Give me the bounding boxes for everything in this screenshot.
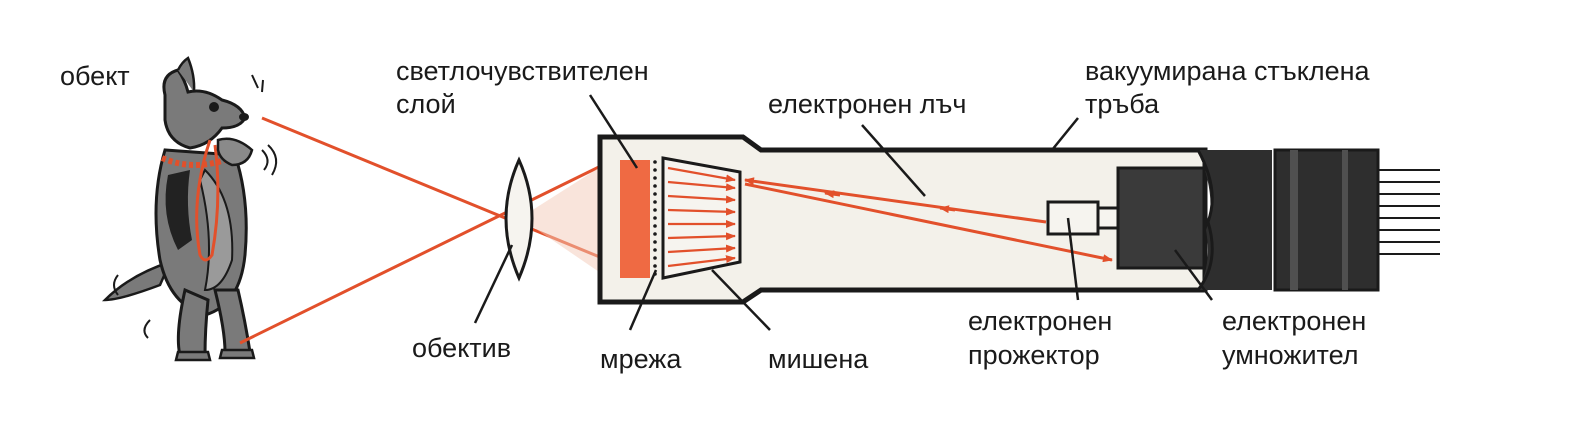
label-photosensitive-line1: светлочувствителен xyxy=(396,56,649,86)
target-electrode xyxy=(661,156,742,280)
electron-multiplier xyxy=(1116,166,1206,270)
label-electron-multiplier-line1: електронен xyxy=(1222,306,1366,336)
ray-bottom xyxy=(239,161,608,345)
label-vacuum-tube-line2: тръба xyxy=(1085,89,1160,119)
label-photosensitive-line2: слой xyxy=(396,89,456,119)
object-dog-illustration xyxy=(101,56,278,362)
label-electron-gun-line1: електронен xyxy=(968,306,1112,336)
photosensitive-layer xyxy=(620,160,650,278)
label-electron-beam: електронен лъч xyxy=(768,89,966,119)
electron-gun xyxy=(1046,200,1100,236)
label-lens: обектив xyxy=(412,333,511,363)
scan-beams xyxy=(667,166,736,268)
electron-beam xyxy=(744,177,1113,263)
tube-pins xyxy=(1378,169,1440,255)
label-electron-multiplier-line2: умножител xyxy=(1222,340,1358,370)
lens-shape xyxy=(504,156,534,282)
light-rays xyxy=(239,116,608,345)
label-mesh: мрежа xyxy=(600,344,682,374)
light-cone xyxy=(520,162,608,278)
label-target: мишена xyxy=(768,344,869,374)
label-vacuum-tube-line1: вакуумирана стъклена xyxy=(1085,56,1371,86)
leader-lines xyxy=(473,94,1214,331)
mesh xyxy=(653,160,657,276)
label-electron-gun-line2: прожектор xyxy=(968,340,1100,370)
label-object: обект xyxy=(60,61,130,91)
